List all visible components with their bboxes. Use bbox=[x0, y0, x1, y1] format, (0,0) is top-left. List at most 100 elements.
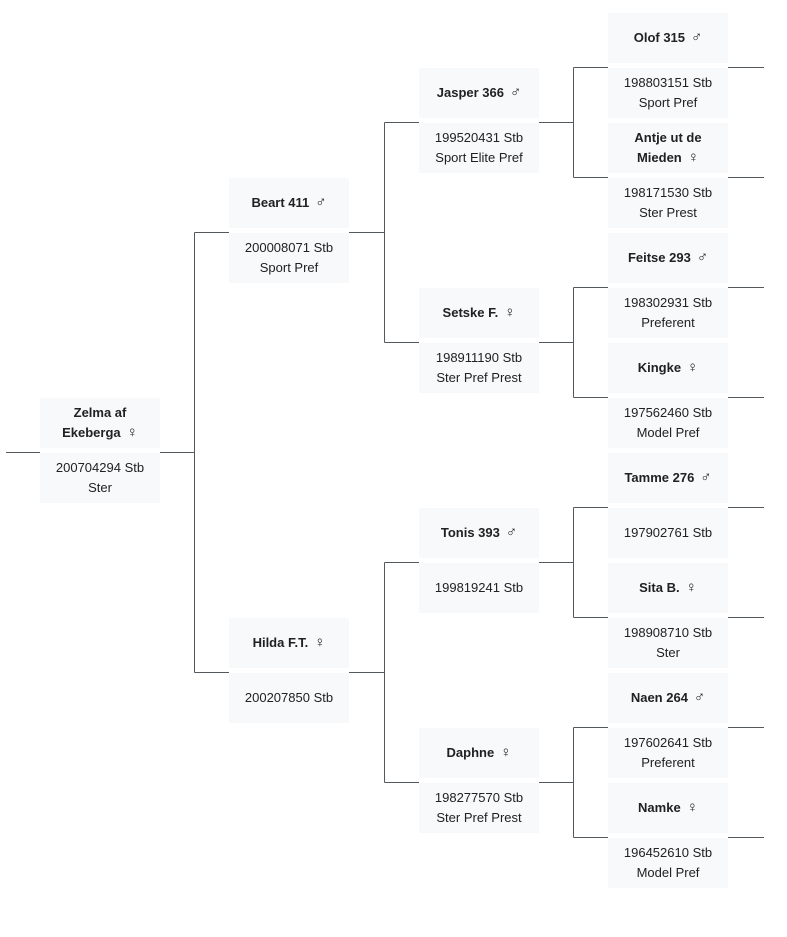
registration-number: 200207850 Stb bbox=[244, 690, 334, 705]
horse-name[interactable]: Olof 315 bbox=[633, 30, 686, 45]
horse-card-sita: Sita B. ♀ 198908710 Stb Ster bbox=[608, 563, 728, 668]
horse-card-hilda: Hilda F.T. ♀ 200207850 Stb bbox=[229, 618, 349, 723]
registration-number: 196452610 Stb bbox=[623, 845, 713, 860]
horse-info-box: 200008071 Stb Sport Pref bbox=[229, 233, 349, 283]
horse-card-olof: Olof 315 ♂ 198803151 Stb Sport Pref bbox=[608, 13, 728, 118]
horse-name-box: Zelma af Ekeberga♀ bbox=[40, 398, 160, 448]
horse-info-box: 199520431 Stb Sport Elite Pref bbox=[419, 123, 539, 173]
female-icon: ♀ bbox=[686, 799, 698, 816]
horse-info-box: 198277570 Stb Ster Pref Prest bbox=[419, 783, 539, 833]
predicate: Ster Prest bbox=[639, 205, 697, 220]
horse-name[interactable]: Zelma af Ekeberga bbox=[62, 405, 127, 440]
horse-name[interactable]: Antje ut de Mieden bbox=[634, 130, 702, 165]
predicate: Ster bbox=[656, 645, 680, 660]
registration-number: 197562460 Stb bbox=[623, 405, 713, 420]
horse-name[interactable]: Tamme 276 bbox=[624, 470, 695, 485]
horse-card-zelma: Zelma af Ekeberga♀ 200704294 Stb Ster bbox=[40, 398, 160, 503]
horse-info-box: 197562460 Stb Model Pref bbox=[608, 398, 728, 448]
predicate: Ster Pref Prest bbox=[436, 370, 522, 385]
horse-name-box: Hilda F.T. ♀ bbox=[229, 618, 349, 668]
female-icon: ♀ bbox=[126, 424, 138, 441]
horse-name-box: Naen 264 ♂ bbox=[608, 673, 728, 723]
horse-name[interactable]: Beart 411 bbox=[251, 195, 310, 210]
horse-card-beart: Beart 411 ♂ 200008071 Stb Sport Pref bbox=[229, 178, 349, 283]
horse-name[interactable]: Daphne bbox=[446, 745, 495, 760]
horse-name-box: Jasper 366 ♂ bbox=[419, 68, 539, 118]
horse-name-box: Olof 315 ♂ bbox=[608, 13, 728, 63]
predicate: Model Pref bbox=[636, 865, 700, 880]
horse-info-box: 198908710 Stb Ster bbox=[608, 618, 728, 668]
horse-name-box: Setske F. ♀ bbox=[419, 288, 539, 338]
female-icon: ♀ bbox=[687, 149, 700, 166]
horse-info-box: 197902761 Stb bbox=[608, 508, 728, 558]
horse-card-tamme: Tamme 276 ♂ 197902761 Stb bbox=[608, 453, 728, 558]
female-icon: ♀ bbox=[685, 579, 697, 596]
registration-number: 197602641 Stb bbox=[623, 735, 713, 750]
registration-number: 200704294 Stb bbox=[55, 460, 145, 475]
predicate: Sport Pref bbox=[638, 95, 698, 110]
horse-name-box: Antje ut de Mieden♀ bbox=[608, 123, 728, 173]
horse-name[interactable]: Setske F. bbox=[442, 305, 499, 320]
horse-card-kingke: Kingke ♀ 197562460 Stb Model Pref bbox=[608, 343, 728, 448]
horse-name-box: Kingke ♀ bbox=[608, 343, 728, 393]
horse-card-setske: Setske F. ♀ 198911190 Stb Ster Pref Prest bbox=[419, 288, 539, 393]
horse-name[interactable]: Jasper 366 bbox=[436, 85, 504, 100]
female-icon: ♀ bbox=[504, 304, 516, 321]
horse-name[interactable]: Namke bbox=[638, 800, 681, 815]
horse-info-box: 198911190 Stb Ster Pref Prest bbox=[419, 343, 539, 393]
female-icon: ♀ bbox=[500, 744, 512, 761]
male-icon: ♂ bbox=[505, 524, 518, 541]
horse-card-daphne: Daphne ♀ 198277570 Stb Ster Pref Prest bbox=[419, 728, 539, 833]
horse-name-box: Beart 411 ♂ bbox=[229, 178, 349, 228]
horse-name[interactable]: Kingke bbox=[637, 360, 682, 375]
horse-info-box: 200704294 Stb Ster bbox=[40, 453, 160, 503]
male-icon: ♂ bbox=[696, 249, 709, 266]
horse-info-box: 198302931 Stb Preferent bbox=[608, 288, 728, 338]
horse-name-box: Daphne ♀ bbox=[419, 728, 539, 778]
registration-number: 198302931 Stb bbox=[623, 295, 713, 310]
horse-name[interactable]: Tonis 393 bbox=[440, 525, 500, 540]
horse-info-box: 200207850 Stb bbox=[229, 673, 349, 723]
horse-name-box: Tonis 393 ♂ bbox=[419, 508, 539, 558]
male-icon: ♂ bbox=[693, 689, 706, 706]
female-icon: ♀ bbox=[687, 359, 699, 376]
registration-number: 199520431 Stb bbox=[434, 130, 524, 145]
horse-info-box: 199819241 Stb bbox=[419, 563, 539, 613]
horse-card-jasper: Jasper 366 ♂ 199520431 Stb Sport Elite Pr… bbox=[419, 68, 539, 173]
predicate: Ster bbox=[88, 480, 112, 495]
horse-card-antje: Antje ut de Mieden♀ 198171530 Stb Ster P… bbox=[608, 123, 728, 228]
registration-number: 198803151 Stb bbox=[623, 75, 713, 90]
predicate: Preferent bbox=[641, 755, 695, 770]
predicate: Ster Pref Prest bbox=[436, 810, 522, 825]
horse-name[interactable]: Feitse 293 bbox=[627, 250, 691, 265]
horse-name[interactable]: Naen 264 bbox=[630, 690, 688, 705]
registration-number: 198277570 Stb bbox=[434, 790, 524, 805]
horse-name-box: Feitse 293 ♂ bbox=[608, 233, 728, 283]
male-icon: ♂ bbox=[691, 29, 703, 46]
horse-card-namke: Namke ♀ 196452610 Stb Model Pref bbox=[608, 783, 728, 888]
male-icon: ♂ bbox=[700, 469, 712, 486]
horse-name-box: Tamme 276 ♂ bbox=[608, 453, 728, 503]
horse-card-naen: Naen 264 ♂ 197602641 Stb Preferent bbox=[608, 673, 728, 778]
registration-number: 200008071 Stb bbox=[244, 240, 334, 255]
registration-number: 198911190 Stb bbox=[435, 350, 523, 365]
predicate: Model Pref bbox=[636, 425, 700, 440]
male-icon: ♂ bbox=[315, 194, 327, 211]
registration-number: 197902761 Stb bbox=[623, 525, 713, 540]
registration-number: 198908710 Stb bbox=[623, 625, 713, 640]
registration-number: 198171530 Stb bbox=[623, 185, 713, 200]
horse-info-box: 198171530 Stb Ster Prest bbox=[608, 178, 728, 228]
predicate: Sport Pref bbox=[259, 260, 319, 275]
predicate: Preferent bbox=[641, 315, 695, 330]
horse-name-box: Namke ♀ bbox=[608, 783, 728, 833]
predicate: Sport Elite Pref bbox=[435, 150, 523, 165]
horse-info-box: 196452610 Stb Model Pref bbox=[608, 838, 728, 888]
horse-card-feitse: Feitse 293 ♂ 198302931 Stb Preferent bbox=[608, 233, 728, 338]
horse-name[interactable]: Sita B. bbox=[639, 580, 680, 595]
horse-name[interactable]: Hilda F.T. bbox=[252, 635, 309, 650]
male-icon: ♂ bbox=[509, 84, 522, 101]
female-icon: ♀ bbox=[314, 634, 326, 651]
horse-card-tonis: Tonis 393 ♂ 199819241 Stb bbox=[419, 508, 539, 613]
horse-info-box: 198803151 Stb Sport Pref bbox=[608, 68, 728, 118]
